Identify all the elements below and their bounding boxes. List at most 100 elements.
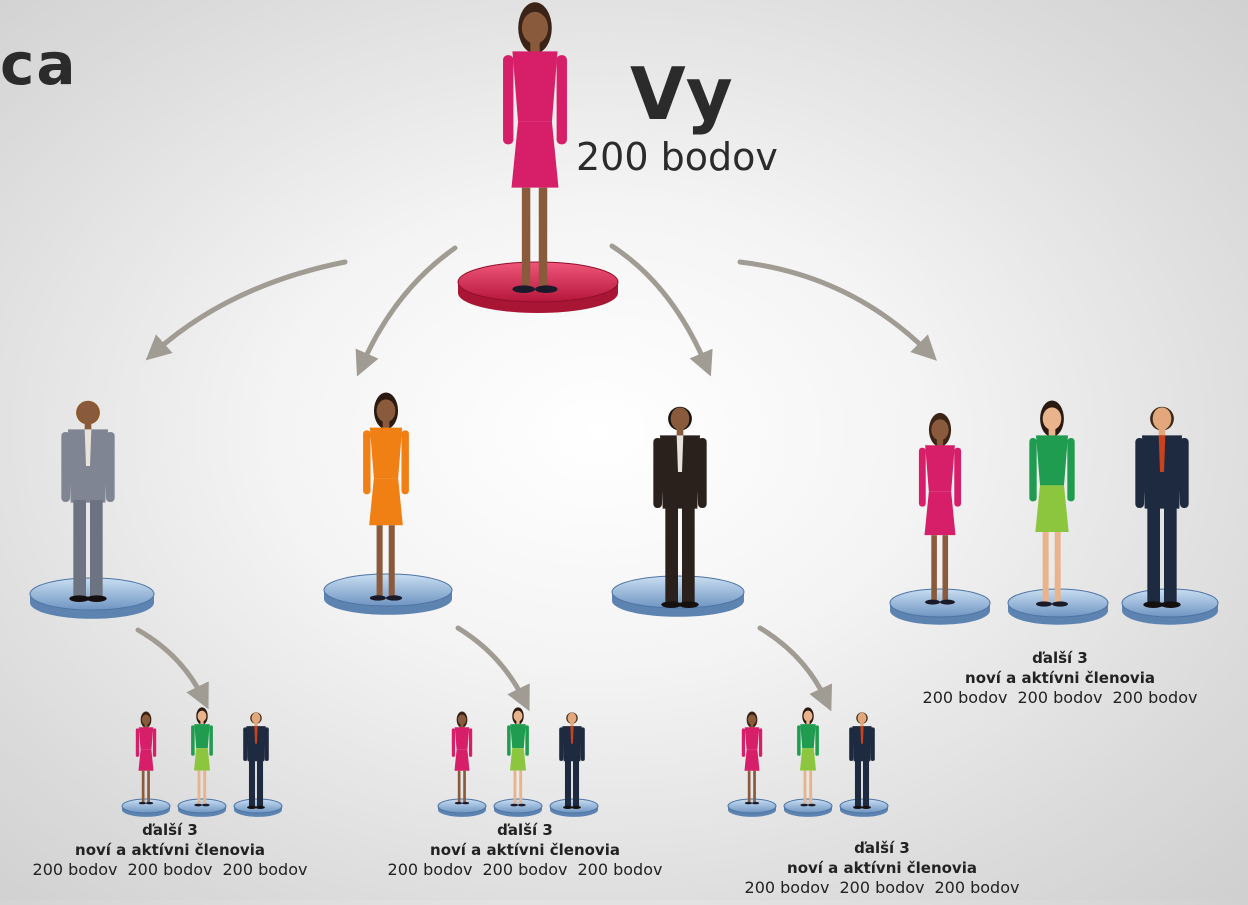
neck xyxy=(806,720,810,725)
pedestal-top xyxy=(493,798,543,814)
shoe xyxy=(571,805,581,809)
member-points: 200 bodov xyxy=(922,688,1008,707)
shoe xyxy=(255,805,265,809)
arm xyxy=(451,728,456,757)
skirt xyxy=(194,748,210,771)
skirt xyxy=(369,478,403,526)
skirt xyxy=(454,749,470,771)
member-points: 200 bodov xyxy=(577,860,663,879)
arm xyxy=(954,447,962,507)
leg xyxy=(457,770,461,803)
woman-figure xyxy=(507,707,529,807)
pedestal-top xyxy=(323,573,453,607)
shoe xyxy=(512,285,535,293)
pedestal xyxy=(177,798,227,817)
arm xyxy=(61,432,70,502)
arm xyxy=(401,430,409,495)
leg xyxy=(1147,506,1160,602)
member-points: 200 bodov xyxy=(1112,688,1198,707)
leg xyxy=(809,770,813,805)
arm xyxy=(741,728,746,757)
pedestal-top xyxy=(783,798,833,814)
tie xyxy=(676,435,684,472)
shoe xyxy=(518,803,526,807)
shoe xyxy=(146,801,154,805)
leg xyxy=(521,187,531,287)
torso xyxy=(1036,435,1068,486)
leg xyxy=(513,770,517,805)
shoe xyxy=(925,599,940,605)
leg xyxy=(203,770,207,805)
shoe xyxy=(194,803,202,807)
group-count-label: ďalší 3 xyxy=(497,821,553,839)
group-caption-center-right: ďalší 3 noví a aktívni členovia 200 bodo… xyxy=(712,838,1052,898)
neck xyxy=(84,422,92,431)
tie xyxy=(570,726,574,744)
neck xyxy=(254,722,258,727)
torso xyxy=(512,51,558,122)
group-members-label: noví a aktívni členovia xyxy=(787,859,977,877)
pedestal-top xyxy=(457,261,619,303)
leg xyxy=(197,770,201,805)
skirt xyxy=(510,748,526,771)
leg xyxy=(747,770,751,803)
shoe xyxy=(1036,601,1052,607)
shoe xyxy=(1052,601,1068,607)
head xyxy=(857,712,867,724)
woman-figure xyxy=(1029,400,1075,607)
arm xyxy=(209,725,213,756)
shoe xyxy=(510,803,518,807)
head xyxy=(931,419,949,441)
jacket xyxy=(852,726,872,762)
woman-figure xyxy=(797,707,819,807)
head xyxy=(513,710,523,722)
woman-figure xyxy=(741,711,763,805)
head xyxy=(78,401,98,424)
arrow xyxy=(135,627,209,710)
neck xyxy=(676,428,684,437)
leg xyxy=(572,760,580,807)
group-caption-left: ďalší 3 noví a aktívni členovia 200 bodo… xyxy=(0,820,340,880)
tie xyxy=(254,726,258,744)
neck xyxy=(530,41,540,54)
neck xyxy=(144,724,148,728)
skirt xyxy=(138,749,154,771)
leg xyxy=(519,770,523,805)
woman-figure xyxy=(135,711,157,805)
shoe xyxy=(800,803,808,807)
neck xyxy=(750,724,754,728)
member-points: 200 bodov xyxy=(32,860,118,879)
pedestal-top xyxy=(177,798,227,814)
torso xyxy=(138,727,154,750)
torso xyxy=(744,727,760,750)
woman-figure xyxy=(191,707,213,807)
arm xyxy=(1135,438,1144,508)
woman-figure xyxy=(503,2,567,293)
head xyxy=(141,714,151,725)
arm xyxy=(698,438,707,508)
arm xyxy=(243,727,248,761)
neck xyxy=(516,720,520,725)
pedestal xyxy=(437,798,487,817)
leg xyxy=(854,760,862,807)
member-points: 200 bodov xyxy=(839,878,925,897)
leg xyxy=(256,760,264,807)
root-label: Vy xyxy=(630,52,733,136)
head xyxy=(521,11,549,44)
shoe xyxy=(678,601,699,609)
shoe xyxy=(1143,601,1164,609)
skirt xyxy=(924,491,956,536)
leg xyxy=(862,760,870,807)
head xyxy=(747,714,757,725)
head xyxy=(251,712,261,724)
shoe xyxy=(386,595,403,601)
shoe xyxy=(940,599,955,605)
pedestal-top xyxy=(889,588,991,618)
pedestal xyxy=(493,798,543,817)
arm xyxy=(870,727,875,761)
torso xyxy=(925,445,955,492)
